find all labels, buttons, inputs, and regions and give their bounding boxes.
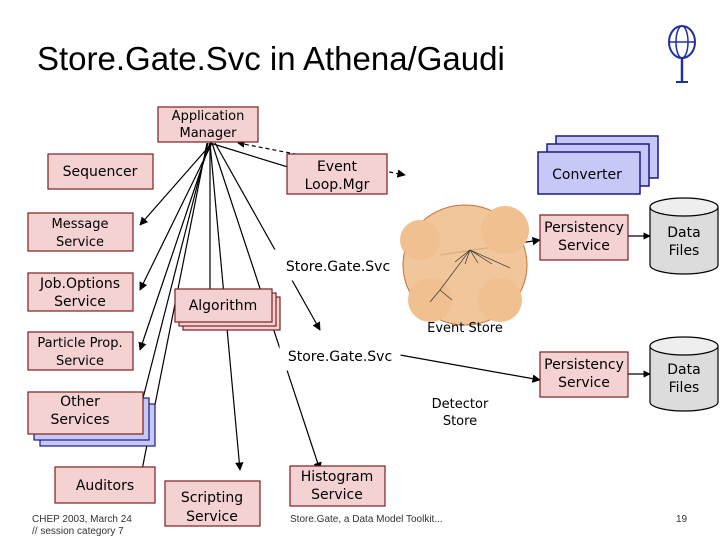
application-manager-box[interactable]: Application Manager	[157, 106, 259, 143]
storegate-svc-top-label: Store.Gate.Svc	[286, 259, 390, 275]
persistency-service-bottom-label-1: Persistency	[544, 357, 624, 373]
application-manager-label-2: Manager	[180, 126, 238, 141]
data-files-bottom-label-1: Data	[667, 362, 700, 378]
atlas-logo-icon	[668, 25, 696, 83]
scripting-service-label-1: Scripting	[181, 490, 243, 506]
scripting-service-box[interactable]: Scripting Service	[164, 480, 261, 527]
message-service-label-2: Service	[56, 235, 104, 250]
page-number: 19	[676, 514, 688, 525]
joboptions-service-label-1: Job.Options	[39, 276, 120, 292]
storegate-svc-bottom-box[interactable]: Store.Gate.Svc	[279, 339, 401, 371]
scripting-service-label-2: Service	[186, 509, 238, 525]
data-files-bottom-label-2: Files	[669, 380, 700, 396]
footer-event-line-1: CHEP 2003, March 24	[32, 514, 132, 525]
auditors-label: Auditors	[76, 478, 134, 494]
event-store-cloud	[400, 204, 529, 326]
message-service-box[interactable]: Message Service	[27, 212, 134, 252]
histogram-service-label-1: Histogram	[301, 469, 374, 485]
data-files-top-cylinder[interactable]: Data Files	[649, 197, 719, 275]
persistency-service-top-label-1: Persistency	[544, 220, 624, 236]
detector-store-label-2: Store	[443, 414, 477, 429]
event-loop-manager-label-2: Loop.Mgr	[305, 177, 370, 193]
application-manager-label-1: Application	[172, 109, 245, 124]
persistency-service-bottom-box[interactable]: Persistency Service	[539, 351, 629, 398]
event-store-object-tree	[429, 249, 511, 303]
auditors-box[interactable]: Auditors	[54, 466, 156, 504]
other-services-label-1: Other	[60, 394, 100, 410]
storegate-svc-top-box[interactable]: Store.Gate.Svc	[274, 249, 403, 281]
slide-title: Store.Gate.Svc in Athena/Gaudi	[37, 40, 505, 77]
persistency-service-top-box[interactable]: Persistency Service	[539, 214, 629, 261]
particle-prop-service-box[interactable]: Particle Prop. Service	[27, 331, 134, 371]
message-service-label-1: Message	[52, 217, 109, 232]
joboptions-service-box[interactable]: Job.Options Service	[27, 272, 134, 312]
converter-box-stack[interactable]: Converter	[537, 135, 659, 195]
sequencer-box[interactable]: Sequencer	[47, 153, 154, 190]
other-services-label-2: Services	[50, 412, 109, 428]
storegate-svc-bottom-label: Store.Gate.Svc	[288, 349, 392, 365]
detector-store-ellipse: Detector Store	[407, 379, 513, 441]
event-store-label: Event Store	[427, 321, 503, 336]
particle-prop-service-label-2: Service	[56, 354, 104, 369]
footer-event-line-2: // session category 7	[32, 526, 124, 537]
particle-prop-service-label-1: Particle Prop.	[37, 336, 122, 351]
other-services-box-stack[interactable]: Other Services	[27, 391, 156, 447]
event-loop-manager-box[interactable]: Event Loop.Mgr	[286, 153, 388, 195]
sequencer-label: Sequencer	[63, 164, 138, 180]
detector-store-label-1: Detector	[432, 397, 489, 412]
data-files-bottom-cylinder[interactable]: Data Files	[649, 336, 719, 412]
data-files-top-label-1: Data	[667, 225, 700, 241]
converter-label: Converter	[552, 167, 622, 183]
persistency-service-top-label-2: Service	[558, 238, 610, 254]
algorithm-box-stack[interactable]: Algorithm	[174, 288, 281, 331]
persistency-service-bottom-label-2: Service	[558, 375, 610, 391]
joboptions-service-label-2: Service	[54, 294, 106, 310]
histogram-service-box[interactable]: Histogram Service	[289, 465, 386, 507]
footer-center-text: Store.Gate, a Data Model Toolkit...	[290, 514, 443, 525]
data-files-top-label-2: Files	[669, 243, 700, 259]
algorithm-label: Algorithm	[189, 298, 258, 314]
histogram-service-label-2: Service	[311, 487, 363, 503]
event-loop-manager-label-1: Event	[317, 159, 358, 175]
